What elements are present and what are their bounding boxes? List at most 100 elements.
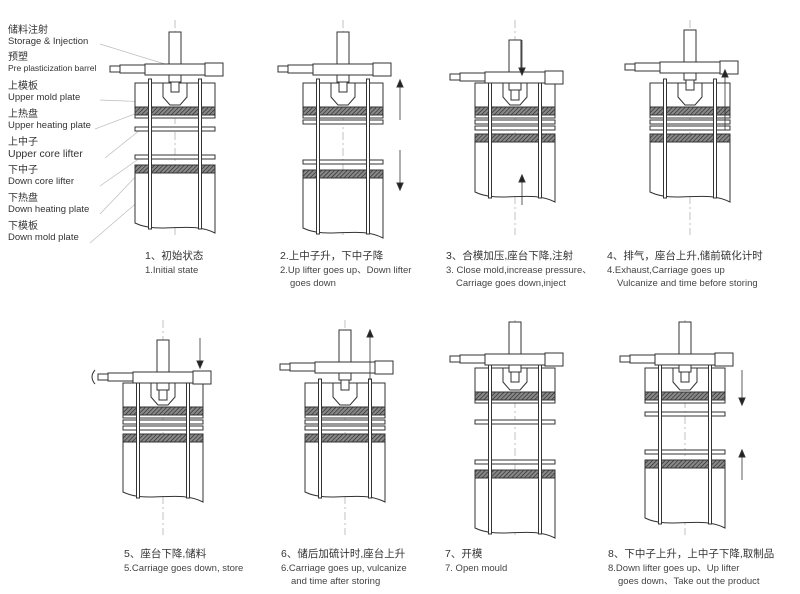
down-mold-plate [134, 164, 216, 234]
stage-7-caption: 7、开模 7. Open mould [445, 546, 507, 576]
nozzle-seat [332, 383, 358, 406]
upper-mold-heating-band [302, 106, 384, 116]
arrow-up-icon [366, 328, 374, 338]
down-mold-heating-band [649, 133, 731, 143]
down-core-lifter [134, 154, 216, 160]
guide-rod [538, 363, 542, 535]
caption-en: 8.Down lifter goes up、Up lifter [608, 563, 740, 574]
upper-mold-heating-band [644, 391, 726, 401]
machine [449, 20, 564, 235]
guide-rod [316, 78, 320, 235]
barrel-end [204, 62, 224, 77]
legend-zh: 下热盘 [8, 193, 38, 204]
down-mold-plate [644, 459, 726, 529]
caption-zh: 7、开模 [445, 548, 483, 560]
barrel-end [714, 352, 734, 367]
down-mold-plate [474, 469, 556, 539]
guide-rod [663, 78, 667, 199]
guide-rod [708, 363, 712, 525]
down-core-lifter [474, 125, 556, 131]
machine [109, 20, 224, 235]
machine [624, 20, 739, 235]
barrel-end [544, 70, 564, 85]
down-mold-heating-band [474, 133, 556, 143]
upper-core-lifter [302, 119, 384, 125]
guide-rod [713, 78, 717, 199]
nozzle [338, 81, 348, 93]
down-core-lifter [304, 425, 386, 431]
barrel-end [374, 360, 394, 375]
nozzle-seat [150, 383, 176, 406]
caption-en: 5.Carriage goes down, store [124, 563, 244, 574]
down-core-lifter [649, 125, 731, 131]
upper-core-lifter [649, 119, 731, 125]
upper-mold-heating-band [474, 391, 556, 401]
nozzle-seat [330, 83, 356, 106]
down-core-lifter [474, 459, 556, 465]
barrel-tip [449, 73, 461, 81]
stage-7-diagram [449, 320, 564, 539]
barrel-tip [619, 355, 631, 363]
upper-mold-heating-band [304, 406, 386, 416]
legend-en: Down core lifter [8, 175, 74, 187]
legend-zh: 储料注射 [8, 25, 48, 36]
guide-rod [318, 378, 322, 499]
down-mold-heating-band [122, 433, 204, 443]
legend-en: Upper mold plate [8, 91, 81, 103]
upper-core-lifter [474, 419, 556, 425]
pre-plasticization-barrel [459, 72, 486, 82]
upper-mold-heating-band [649, 106, 731, 116]
guide-rod [488, 363, 492, 535]
arrow-up-icon [738, 448, 746, 458]
barrel-tip [97, 373, 109, 381]
upper-core-lifter [644, 411, 726, 417]
upper-mold-heating-band [474, 106, 556, 116]
legend-zh: 下模板 [8, 221, 38, 232]
guide-rod [148, 78, 152, 230]
stage-8-caption: 8、下中子上升，上中子下降,取制品 8.Down lifter goes up、U… [608, 546, 774, 589]
barrel-tip [277, 65, 289, 73]
upper-core-lifter [122, 419, 204, 425]
caption-en: 6.Carriage goes up, vulcanize [281, 563, 407, 574]
guide-rod [136, 378, 140, 499]
arrow-up-icon [721, 68, 729, 78]
caption-en: 4.Exhaust,Carriage goes up [607, 265, 725, 276]
arrow-up-icon [518, 173, 526, 183]
machine [449, 320, 564, 539]
down-mold-heating-band [474, 469, 556, 479]
stage-8-diagram [619, 320, 746, 535]
caption-zh: 8、下中子上升，上中子下降,取制品 [608, 548, 775, 560]
nozzle [170, 81, 180, 93]
nozzle [510, 371, 520, 383]
upper-core-lifter [474, 119, 556, 125]
caption-en: 7. Open mould [445, 563, 508, 574]
legend-en: Upper core lifter [8, 147, 83, 160]
stage-5-caption: 5、座台下降,储料 5.Carriage goes down, store [124, 546, 243, 576]
down-mold-heating-band [134, 164, 216, 174]
pre-plasticization-barrel [289, 362, 316, 372]
storage-barrel [654, 353, 716, 366]
nozzle-seat [502, 368, 528, 391]
caption-en: 1.Initial state [145, 265, 199, 276]
caption-zh: 5、座台下降,储料 [124, 548, 207, 560]
nozzle [685, 79, 695, 91]
arrow-down-icon [196, 360, 204, 370]
stage-6-diagram [279, 320, 394, 535]
nozzle-seat [502, 83, 528, 106]
barrel-end [719, 60, 739, 75]
caption-en: and time after storing [291, 575, 381, 587]
pre-plasticization-barrel [119, 64, 146, 74]
stage-3-diagram [449, 20, 564, 235]
guide-rod [198, 78, 202, 230]
down-mold-plate [474, 133, 556, 203]
down-mold-heating-band [302, 169, 384, 179]
storage-barrel [314, 361, 376, 374]
guide-rod [368, 378, 372, 499]
storage-barrel [312, 63, 374, 76]
storage-barrel [132, 371, 194, 384]
arrow-down-icon [738, 397, 746, 407]
